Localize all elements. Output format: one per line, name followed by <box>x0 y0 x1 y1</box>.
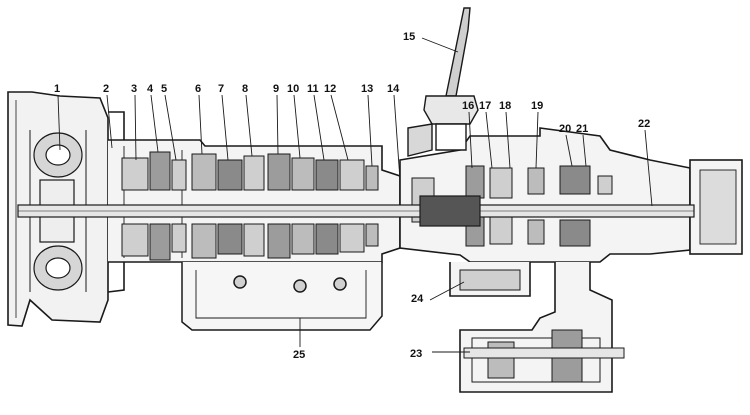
callout-16: 16 <box>462 100 474 112</box>
lower-gear-row <box>121 223 379 261</box>
callout-2: 2 <box>103 83 109 95</box>
callout-15: 15 <box>403 31 415 43</box>
main-shaft <box>17 195 695 227</box>
callout-9: 9 <box>273 83 279 95</box>
callout-21: 21 <box>576 123 588 135</box>
callout-23: 23 <box>410 348 422 360</box>
shift-lever <box>407 7 479 157</box>
callout-22: 22 <box>638 118 650 130</box>
transfer-case <box>449 262 625 393</box>
callout-4: 4 <box>147 83 154 95</box>
callout-13: 13 <box>361 83 373 95</box>
callout-18: 18 <box>499 100 511 112</box>
callout-8: 8 <box>242 83 248 95</box>
callout-14: 14 <box>387 83 400 95</box>
callout-20: 20 <box>559 123 571 135</box>
callout-3: 3 <box>131 83 137 95</box>
callout-10: 10 <box>287 83 299 95</box>
callout-19: 19 <box>531 100 543 112</box>
extension-internals <box>411 165 613 247</box>
callout-12: 12 <box>324 83 336 95</box>
callout-7: 7 <box>218 83 224 95</box>
callout-6: 6 <box>195 83 201 95</box>
callout-17: 17 <box>479 100 491 112</box>
callout-5: 5 <box>161 83 167 95</box>
upper-gear-row <box>121 151 379 191</box>
output-yoke <box>689 159 743 255</box>
callout-1: 1 <box>54 83 60 95</box>
callout-25: 25 <box>293 349 305 361</box>
leader-lines <box>57 37 653 353</box>
oil-pan <box>181 262 383 331</box>
callout-11: 11 <box>307 83 319 95</box>
clutch-assembly <box>29 130 87 292</box>
callout-labels: 1 2 3 4 5 6 7 8 9 10 11 12 13 14 15 16 1… <box>54 31 650 361</box>
callout-24: 24 <box>411 293 424 305</box>
